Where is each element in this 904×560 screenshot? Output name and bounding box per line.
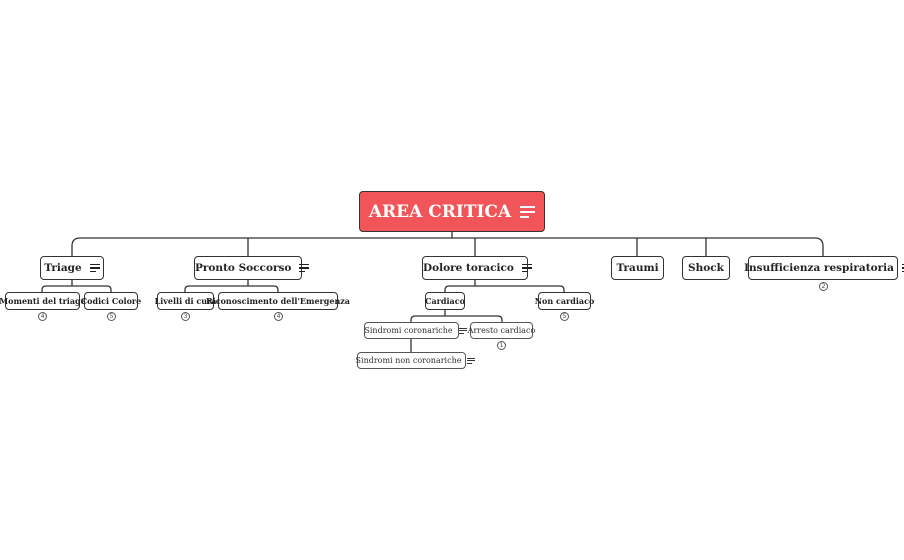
topic-insufficienza-respiratoria[interactable]: Insufficienza respiratoria — [744, 256, 904, 280]
collapsed-count-badge[interactable]: 2 — [819, 282, 828, 291]
subtopic-riconoscimento-emergenza[interactable]: Riconoscimento dell'Emergenza — [206, 292, 350, 310]
notes-icon — [520, 205, 536, 218]
detail-arresto-cardiaco[interactable]: Arresto cardiaco — [467, 322, 536, 339]
topic-pronto-soccorso[interactable]: Pronto Soccorso — [194, 256, 310, 280]
root-topic-label: AREA CRITICA — [368, 201, 512, 222]
connector-line — [184, 285, 279, 292]
detail-label: Sindromi coronariche — [364, 326, 453, 335]
collapsed-count-badge[interactable]: 4 — [38, 312, 47, 321]
detail-sindromi-coronariche[interactable]: Sindromi coronariche — [364, 322, 467, 339]
subtopic-label: Momenti del triage — [0, 296, 86, 306]
notes-icon — [89, 264, 100, 272]
topic-triage[interactable]: Triage — [40, 256, 104, 280]
subtopic-label: Non cardiaco — [534, 296, 595, 306]
subtopic-label: Cardiaco — [425, 296, 465, 306]
topic-dolore-toracico[interactable]: Dolore toracico — [422, 256, 532, 280]
connector-line — [41, 285, 112, 292]
subtopic-label: Livelli di cura — [154, 296, 217, 306]
topic-label: Shock — [688, 262, 724, 274]
subtopic-label: Codici Colore — [80, 296, 142, 306]
root-topic[interactable]: AREA CRITICA — [359, 191, 545, 232]
topic-traumi[interactable]: Traumi — [611, 256, 664, 280]
subtopic-label: Riconoscimento dell'Emergenza — [206, 296, 350, 306]
topic-label: Insufficienza respiratoria — [744, 262, 894, 274]
connector-line — [410, 315, 503, 322]
topic-shock[interactable]: Shock — [682, 256, 730, 280]
subtopic-cardiaco[interactable]: Cardiaco — [425, 292, 465, 310]
collapsed-count-badge[interactable]: 4 — [274, 312, 283, 321]
subtopic-momenti-del-triage[interactable]: Momenti del triage — [0, 292, 86, 310]
collapsed-count-badge[interactable]: 1 — [497, 341, 506, 350]
topic-label: Triage — [44, 262, 82, 274]
subtopic-livelli-di-cura[interactable]: Livelli di cura — [154, 292, 217, 310]
topic-label: Dolore toracico — [423, 262, 514, 274]
topic-label: Pronto Soccorso — [195, 262, 292, 274]
notes-icon — [521, 264, 532, 272]
topic-label: Traumi — [616, 262, 659, 274]
notes-icon — [299, 264, 310, 272]
detail-sindromi-non-coronariche[interactable]: Sindromi non coronariche — [355, 352, 476, 369]
collapsed-count-badge[interactable]: 5 — [107, 312, 116, 321]
connector-line — [444, 285, 565, 292]
detail-label: Arresto cardiaco — [467, 326, 536, 335]
collapsed-count-badge[interactable]: 3 — [181, 312, 190, 321]
collapsed-count-badge[interactable]: 5 — [560, 312, 569, 321]
detail-label: Sindromi non coronariche — [355, 356, 462, 365]
subtopic-non-cardiaco[interactable]: Non cardiaco — [535, 292, 594, 310]
subtopic-codici-colore[interactable]: Codici Colore — [80, 292, 142, 310]
connector-line — [71, 237, 824, 256]
